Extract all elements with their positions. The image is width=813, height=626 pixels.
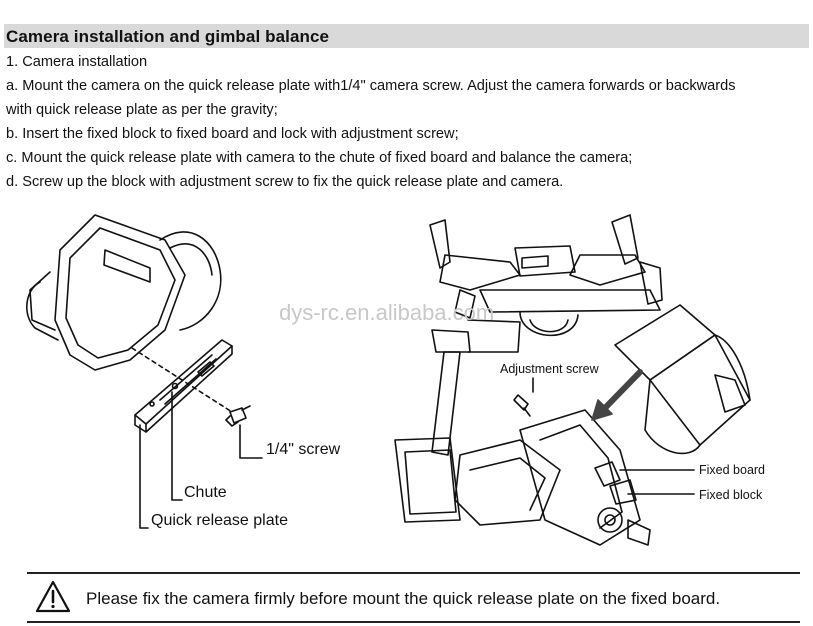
warning-top-rule	[27, 572, 800, 574]
camera-drawing	[26, 214, 222, 371]
step-a-line2: with quick release plate as per the grav…	[6, 102, 278, 118]
screw-label: 1/4" screw	[266, 441, 341, 458]
quick-release-plate-drawing	[134, 339, 233, 433]
section-header-bar	[4, 24, 809, 48]
section-title: Camera installation and gimbal balance	[6, 27, 330, 46]
adjustment-screw-label: Adjustment screw	[500, 362, 600, 376]
installation-illustration: 1/4" screw Chute Quick release plate Adj…	[26, 214, 765, 546]
step-b: b. Insert the fixed block to fixed board…	[6, 126, 459, 142]
warning-bottom-rule	[27, 621, 800, 623]
warning-triangle-icon	[35, 580, 71, 613]
watermark: dys-rc.en.alibaba.com	[279, 300, 495, 325]
warning-text: Please fix the camera firmly before moun…	[86, 589, 721, 608]
step-a-line1: a. Mount the camera on the quick release…	[6, 78, 736, 94]
step-d: d. Screw up the block with adjustment sc…	[6, 174, 564, 190]
step-heading: 1. Camera installation	[6, 54, 148, 70]
quick-release-plate-label: Quick release plate	[151, 512, 288, 529]
gimbal-drawing	[394, 214, 751, 546]
screw-drawing	[225, 405, 251, 427]
chute-label: Chute	[184, 484, 227, 501]
fixed-board-label: Fixed board	[699, 463, 765, 477]
fixed-block-label: Fixed block	[699, 488, 763, 502]
step-c: c. Mount the quick release plate with ca…	[6, 150, 633, 166]
